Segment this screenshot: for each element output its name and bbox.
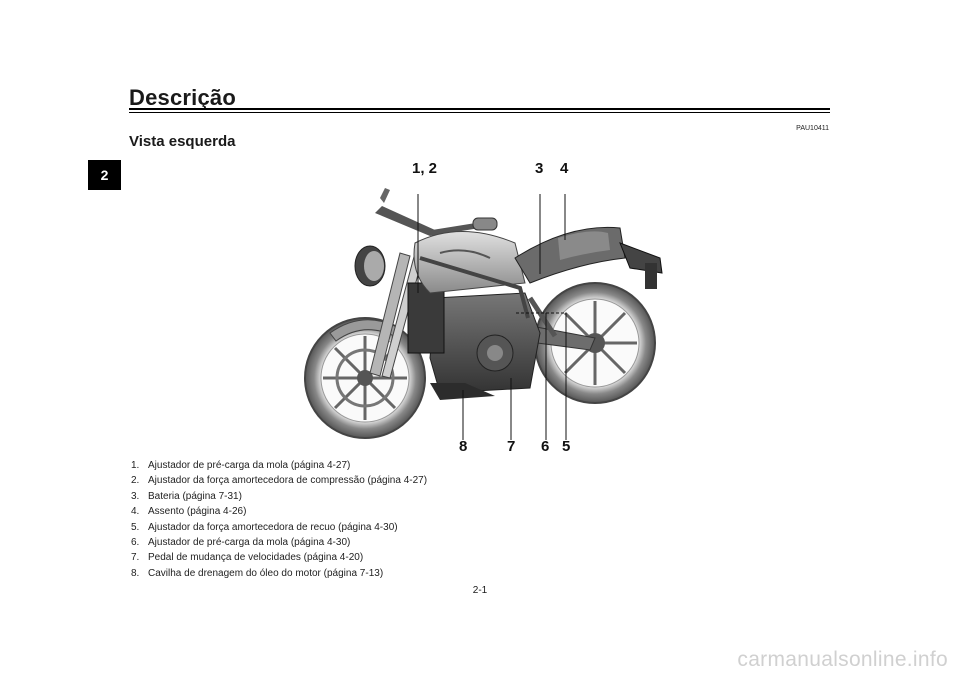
callout-8: 8 [459,438,468,455]
legend-item: 4. Assento (página 4-26) [131,504,427,519]
title-rule-thick [129,108,830,110]
reference-code: PAU10411 [796,125,829,132]
legend-text: Assento (página 4-26) [148,506,247,518]
legend-text: Pedal de mudança de velocidades (página … [148,552,364,564]
legend-text: Ajustador de pré-carga da mola (página 4… [148,537,351,549]
callout-1-2: 1, 2 [412,160,438,177]
callout-6: 6 [541,438,550,455]
section-title: Vista esquerda [129,133,236,150]
callout-3: 3 [535,160,544,177]
parts-legend: 1. Ajustador de pré-carga da mola (página… [131,458,427,581]
chapter-tab: 2 [88,160,121,190]
callout-7: 7 [507,438,516,455]
legend-item: 5. Ajustador da força amortecedora de rec… [131,520,427,535]
legend-item: 8. Cavilha de drenagem do óleo do motor (… [131,566,427,581]
page-number: 2-1 [472,585,488,596]
legend-text: Ajustador da força amortecedora de compr… [148,475,428,487]
legend-text: Ajustador da força amortecedora de recuo… [148,521,398,533]
legend-item: 6. Ajustador de pré-carga da mola (página… [131,535,427,550]
legend-text: Ajustador de pré-carga da mola (página 4… [148,460,351,471]
callout-4: 4 [560,160,569,177]
legend-text: Cavilha de drenagem do óleo do motor (pá… [148,567,384,579]
legend-number: 3. [131,490,140,502]
legend-number: 5. [131,521,140,533]
page-title: Descrição [129,85,236,110]
legend-number: 2. [131,475,140,487]
legend-item: 2. Ajustador da força amortecedora de com… [131,473,427,488]
legend-number: 8. [131,567,140,579]
legend-text: Bateria (página 7-31) [148,490,242,502]
legend-item: 7. Pedal de mudança de velocidades (págin… [131,550,427,565]
legend-number: 1. [131,460,140,471]
legend-item: 3. Bateria (página 7-31) [131,489,427,504]
legend-number: 7. [131,552,140,564]
callout-5: 5 [562,438,571,455]
watermark[interactable]: carmanualsonline.info [737,648,948,671]
title-rule-thin [129,112,830,113]
legend-number: 4. [131,506,140,518]
legend-number: 6. [131,537,140,549]
legend-item: 1. Ajustador de pré-carga da mola (página… [131,458,427,473]
motorcycle-illustration [290,158,690,458]
